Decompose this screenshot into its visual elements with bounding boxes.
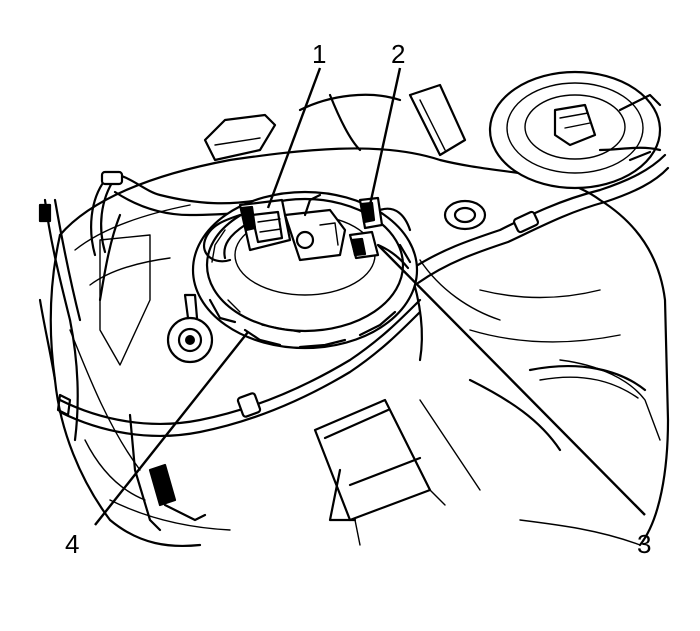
secondary-module <box>488 70 662 190</box>
tank-ribs <box>203 83 467 162</box>
lower-tray <box>313 398 446 546</box>
fuel-tank-body <box>49 147 670 548</box>
callout-leaders <box>94 67 646 526</box>
callout-label-3: 3 <box>637 529 651 559</box>
leader-line-2 <box>368 67 402 206</box>
leader-line-4 <box>94 331 249 526</box>
lower-left-bracket <box>56 393 207 532</box>
callout-label-4: 4 <box>65 529 79 559</box>
fuel-lines <box>38 153 670 491</box>
leader-line-1 <box>266 67 322 209</box>
callout-label-2: 2 <box>391 39 405 69</box>
leader-line-3 <box>377 244 646 516</box>
fuel-pump-module <box>166 190 487 364</box>
callout-label-1: 1 <box>312 39 326 69</box>
